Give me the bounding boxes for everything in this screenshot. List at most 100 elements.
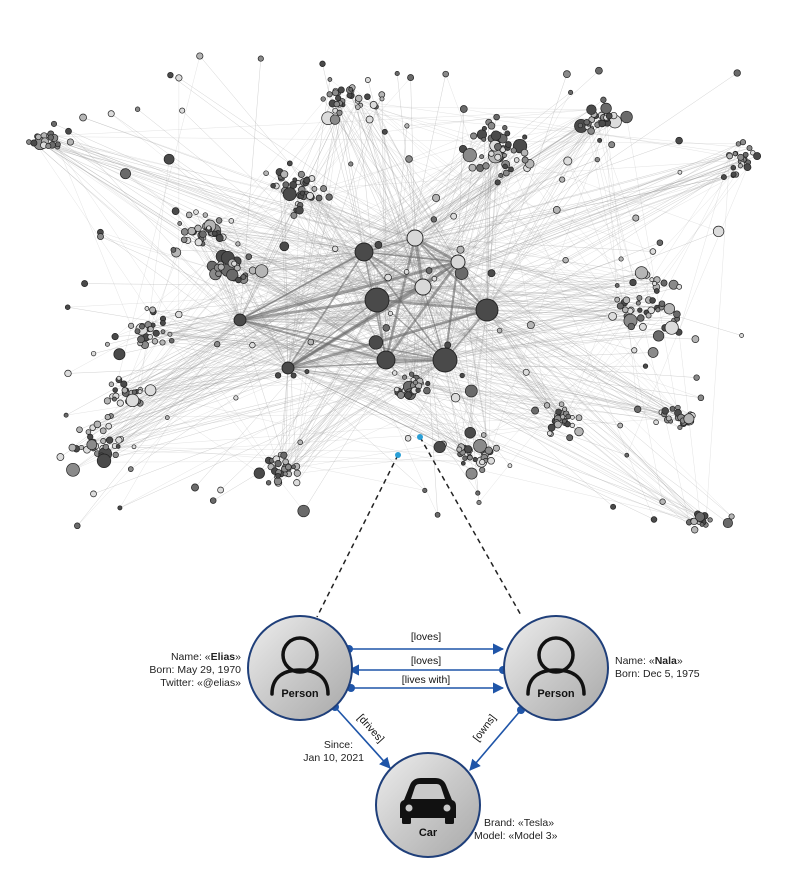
network-edge <box>422 286 684 424</box>
node-elias[interactable]: Person <box>247 615 353 721</box>
node-nala[interactable]: Person <box>503 615 609 721</box>
network-edge <box>422 135 474 288</box>
network-node <box>629 278 637 287</box>
network-node <box>502 163 508 170</box>
network-node <box>134 106 141 112</box>
network-edge <box>239 309 658 321</box>
network-node <box>669 405 676 412</box>
network-node <box>442 70 449 78</box>
network-node <box>431 276 438 282</box>
network-edge <box>414 237 627 301</box>
network-node <box>422 487 428 493</box>
network-hub-node <box>364 287 390 313</box>
network-node <box>504 130 511 137</box>
network-node <box>282 187 297 201</box>
network-node <box>695 511 705 522</box>
network-edge <box>385 157 499 361</box>
network-edge <box>198 242 241 321</box>
network-node <box>151 338 159 345</box>
network-node <box>563 70 571 78</box>
network-node <box>423 386 431 395</box>
network-edge <box>486 121 616 311</box>
network-edge <box>376 299 446 361</box>
network-edge <box>167 237 416 418</box>
network-edge <box>220 261 459 491</box>
network-edge <box>414 147 750 239</box>
network-edge <box>422 286 639 304</box>
network-edge <box>284 174 289 369</box>
network-edge <box>457 261 559 419</box>
network-edge <box>280 176 365 253</box>
network-edge <box>444 313 677 361</box>
network-edge <box>189 214 459 263</box>
network-edge <box>486 309 580 418</box>
network-node <box>697 394 705 402</box>
network-edge <box>363 209 557 253</box>
network-edge <box>287 367 671 422</box>
network-edge <box>54 137 132 326</box>
network-node <box>522 368 530 376</box>
network-node <box>115 444 121 449</box>
network-edge <box>115 144 612 337</box>
network-edge <box>285 286 424 475</box>
network-graph <box>26 52 762 534</box>
network-edge <box>486 309 692 422</box>
network-edge <box>357 98 424 288</box>
network-node <box>263 170 269 176</box>
network-node <box>595 66 603 75</box>
network-edge <box>287 367 698 515</box>
network-node <box>315 194 323 202</box>
network-edge <box>243 276 569 417</box>
network-edge <box>130 299 378 470</box>
network-edge <box>415 286 424 379</box>
network-edge <box>412 286 424 380</box>
network-edge <box>33 142 241 321</box>
network-edge <box>427 383 663 502</box>
network-node <box>546 430 553 437</box>
network-edge <box>460 249 732 517</box>
network-edge <box>287 367 481 447</box>
network-edge <box>459 144 509 450</box>
network-node <box>102 443 109 451</box>
network-edge <box>107 237 416 402</box>
network-node <box>348 161 354 167</box>
network-edge <box>48 145 416 239</box>
network-edge <box>134 299 378 393</box>
network-edge <box>54 141 274 469</box>
network-edge <box>559 143 739 422</box>
network-node <box>346 92 353 99</box>
network-edge <box>376 299 662 308</box>
network-edge <box>239 109 592 321</box>
network-edge <box>152 171 280 326</box>
network-node <box>712 225 725 238</box>
network-edge <box>178 77 416 239</box>
network-node <box>492 444 500 452</box>
network-edge <box>414 166 748 239</box>
network-edge <box>457 261 564 414</box>
network-edge <box>288 309 488 468</box>
network-edge <box>243 279 488 311</box>
network-edge <box>486 309 678 320</box>
network-edge <box>141 309 488 327</box>
network-edge <box>363 251 693 521</box>
network-node <box>125 393 140 408</box>
network-edge <box>705 156 730 525</box>
network-edge <box>457 108 465 263</box>
network-edge <box>101 237 416 456</box>
network-edge <box>339 103 387 361</box>
network-node <box>180 228 189 236</box>
network-edge <box>457 118 607 263</box>
network-edge <box>444 299 618 361</box>
network-node <box>639 323 647 331</box>
network-node <box>569 422 575 428</box>
network-node <box>676 284 683 290</box>
network-node <box>111 396 117 402</box>
node-car[interactable]: Car <box>375 752 481 858</box>
network-node <box>235 241 241 247</box>
network-node <box>185 211 193 219</box>
network-edge <box>52 144 693 416</box>
network-node <box>90 350 97 357</box>
network-node <box>332 89 339 97</box>
network-edge <box>239 319 703 525</box>
network-node <box>280 451 288 459</box>
